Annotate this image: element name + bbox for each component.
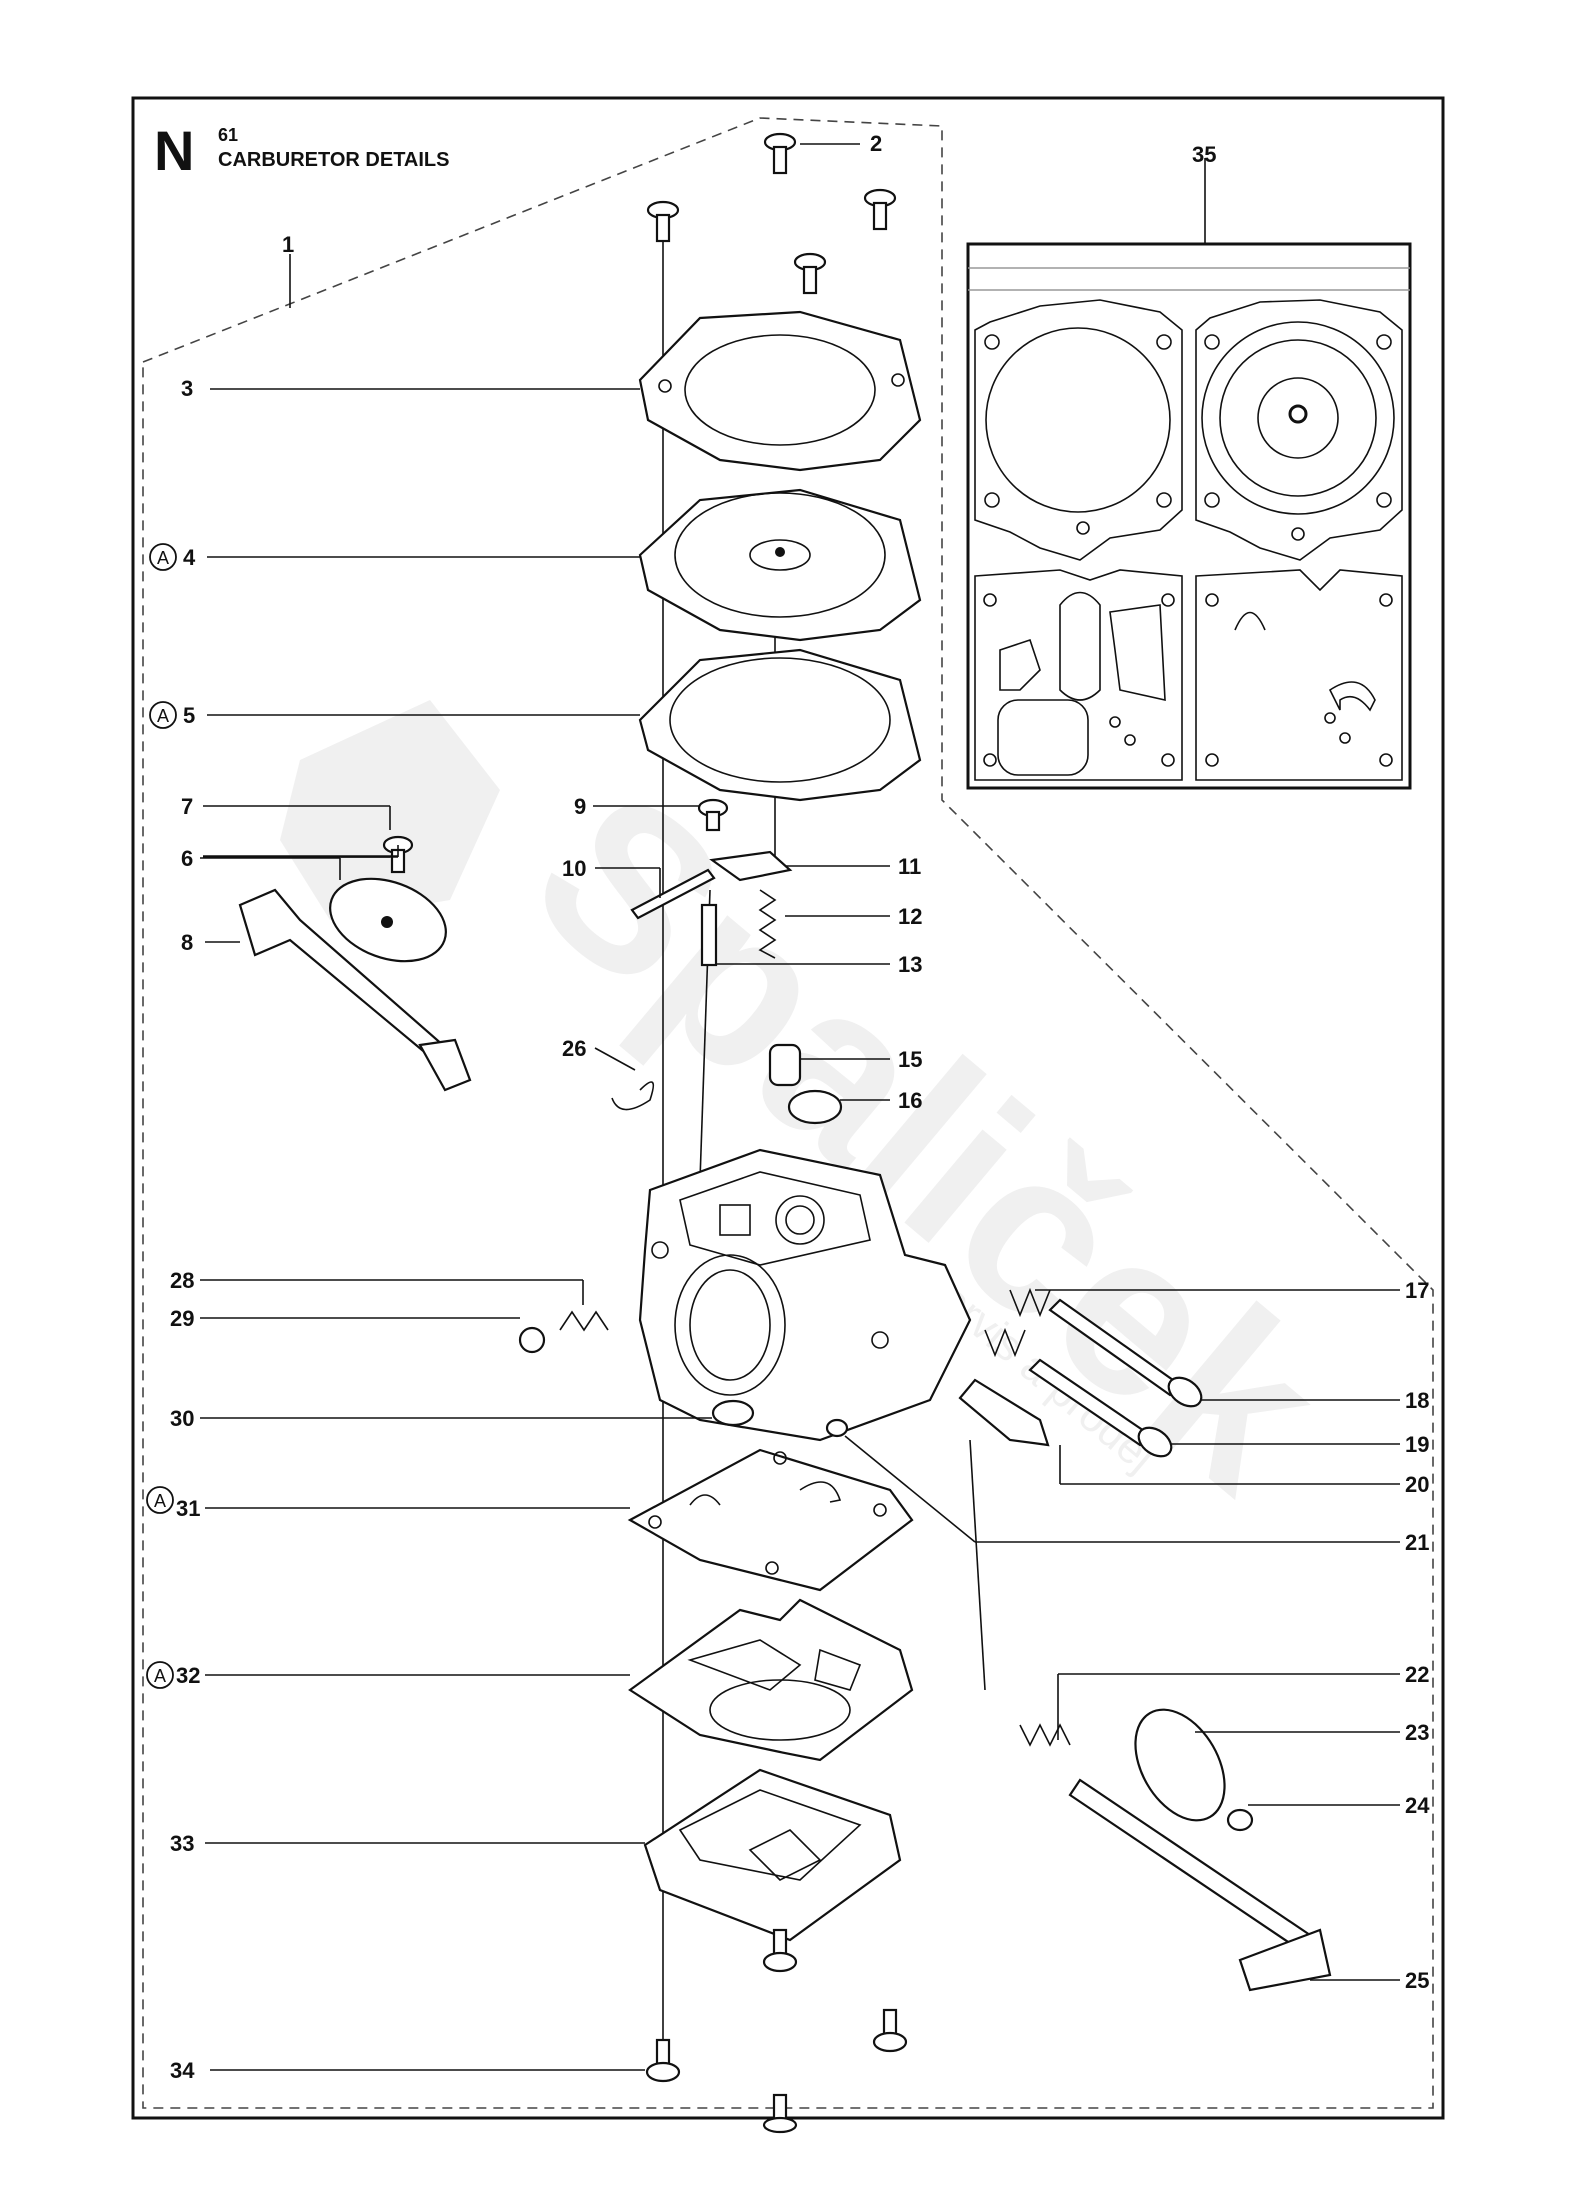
- part-label-20: 20: [1405, 1472, 1429, 1497]
- part-label-5: 5: [183, 703, 195, 728]
- kit-marker-32: A: [146, 1661, 174, 1689]
- part-label-24: 24: [1405, 1793, 1430, 1818]
- part-label-12: 12: [898, 904, 922, 929]
- part-label-26: 26: [562, 1036, 586, 1061]
- kit-markers: A A A A: [146, 543, 177, 1689]
- part-label-28: 28: [170, 1268, 194, 1293]
- part-label-6: 6: [181, 846, 193, 871]
- bottom-screws: [645, 1928, 908, 2134]
- part-label-34: 34: [170, 2058, 195, 2083]
- part-label-1: 1: [282, 232, 294, 257]
- part-4-diaphragm: [638, 488, 922, 642]
- part-label-15: 15: [898, 1047, 922, 1072]
- carburetor-body: [638, 1148, 972, 1442]
- gasket-kit-inset: [966, 242, 1412, 790]
- section-title: CARBURETOR DETAILS: [218, 149, 449, 171]
- part-label-29: 29: [170, 1306, 194, 1331]
- part-label-2: 2: [870, 131, 882, 156]
- part-label-19: 19: [1405, 1432, 1429, 1457]
- part-label-11: 11: [898, 854, 921, 879]
- part-33-pump-cover: [643, 1768, 902, 1942]
- part-label-18: 18: [1405, 1388, 1429, 1413]
- part-label-9: 9: [574, 794, 586, 819]
- part-31-gasket: [627, 1448, 914, 1592]
- part-label-32: 32: [176, 1663, 200, 1688]
- part-label-8: 8: [181, 930, 193, 955]
- part-label-33: 33: [170, 1831, 194, 1856]
- part-3-gasket: [638, 310, 922, 472]
- part-label-30: 30: [170, 1406, 194, 1431]
- section-number: 61: [218, 125, 238, 145]
- leader-lines: [200, 143, 1400, 2071]
- svg-text:A: A: [154, 1491, 166, 1511]
- svg-text:A: A: [157, 706, 169, 726]
- kit-marker-4: A: [149, 543, 177, 571]
- part-label-16: 16: [898, 1088, 922, 1113]
- part-labels: 1 2 3 4 5 6 7 8 9 10 11 12 13 15 16 17 1…: [170, 131, 1430, 2083]
- svg-text:A: A: [154, 1666, 166, 1686]
- part-label-22: 22: [1405, 1662, 1429, 1687]
- part-label-3: 3: [181, 376, 193, 401]
- kit-marker-5: A: [149, 701, 177, 729]
- part-label-7: 7: [181, 794, 193, 819]
- part-label-23: 23: [1405, 1720, 1429, 1745]
- part-label-21: 21: [1405, 1530, 1429, 1555]
- part-label-13: 13: [898, 952, 922, 977]
- screw-top-1: [646, 132, 897, 295]
- part-label-35: 35: [1192, 142, 1216, 167]
- section-letter: N: [154, 119, 194, 182]
- svg-text:A: A: [157, 548, 169, 568]
- part-label-10: 10: [562, 856, 586, 881]
- kit-marker-31: A: [146, 1486, 174, 1514]
- part-label-4: 4: [183, 545, 196, 570]
- part-32-gasket: [628, 1598, 914, 1762]
- part-label-25: 25: [1405, 1968, 1429, 1993]
- part-label-31: 31: [176, 1496, 200, 1521]
- assembly-boundary: [142, 117, 1434, 2109]
- part-label-17: 17: [1405, 1278, 1429, 1303]
- part-5-gasket: [638, 648, 922, 802]
